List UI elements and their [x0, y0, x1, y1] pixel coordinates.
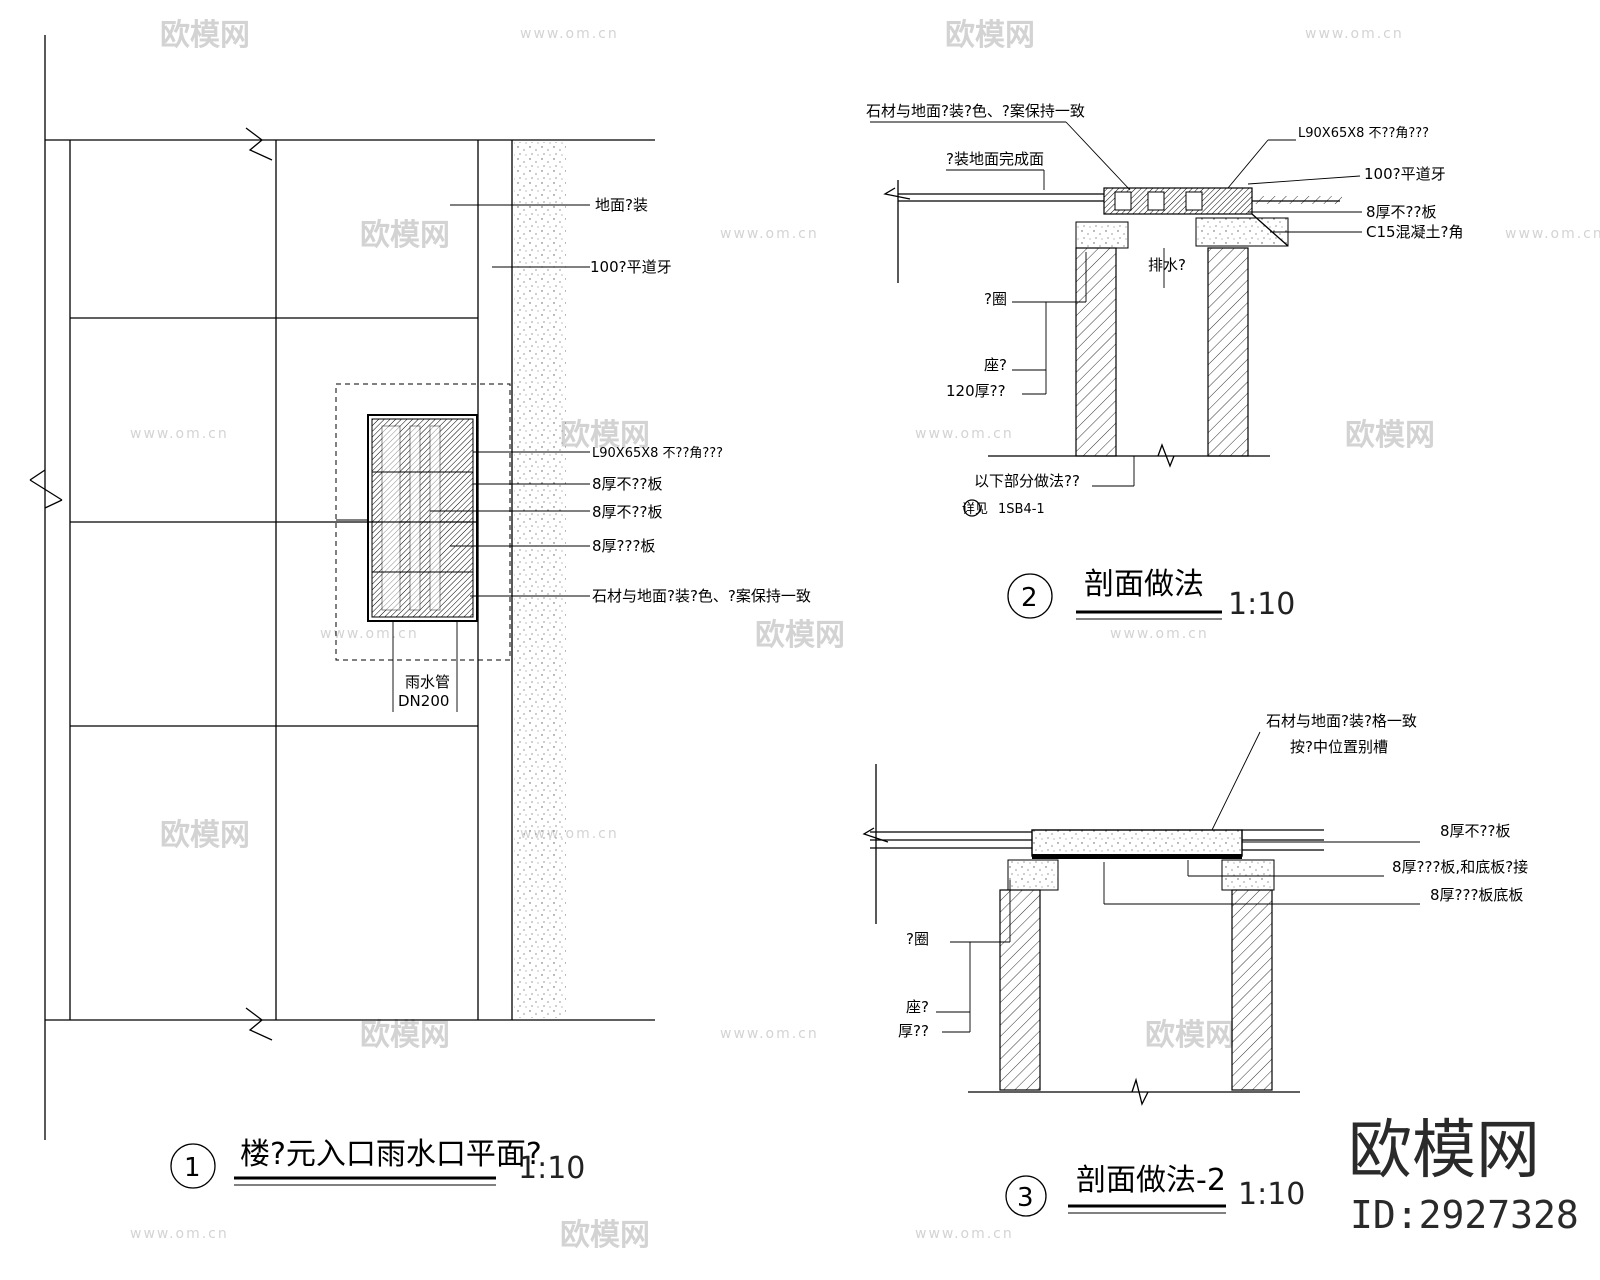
ring-label: ?圈 [906, 930, 929, 948]
plate-label: 8厚不??板 [1366, 203, 1436, 221]
reference-code: 1SB4-1 [998, 502, 1045, 517]
watermark-brand: 欧模网 [160, 18, 250, 53]
watermark-brand: 欧模网 [945, 18, 1035, 53]
angle-steel-label: L90X65X8 不??角??? [592, 446, 723, 461]
seat-label: 座? [906, 998, 929, 1016]
section1-number: 2 [1021, 583, 1038, 613]
section1-scale: 1:10 [1228, 587, 1295, 622]
plate-label-3: 8厚???板 [592, 537, 655, 555]
watermark-brand: 欧模网 [1345, 418, 1435, 453]
plan-view: 雨水管 DN200 地面?装 100?平道牙 L90X65X8 不??角??? … [29, 35, 811, 1189]
ground-paving-label: 地面?装 [595, 196, 648, 214]
thickness-label: 厚?? [898, 1022, 929, 1040]
curb-label: 100?平道牙 [1364, 165, 1446, 183]
watermark-brand: 欧模网 [755, 618, 845, 653]
below-label: 以下部分做法?? [974, 472, 1080, 490]
watermark-url: www.om.cn [520, 26, 619, 42]
seat-label: 座? [984, 356, 1007, 374]
watermark-brand: 欧模网 [160, 818, 250, 853]
stone-label: 石材与地面?装?色、?案保持一致 [866, 102, 1085, 120]
plate-base-label: 8厚???板底板 [1430, 886, 1523, 904]
drain-label: 排水? [1148, 256, 1186, 274]
plate-label: 8厚不??板 [1440, 822, 1510, 840]
watermark-url: www.om.cn [915, 1226, 1014, 1242]
groove-label: 按?中位置别槽 [1290, 738, 1388, 756]
stone-label: 石材与地面?装?色、?案保持一致 [592, 587, 811, 605]
section1-title: 剖面做法 [1084, 567, 1204, 602]
watermark-url: www.om.cn [720, 226, 819, 242]
watermark-layer: 欧模网 www.om.cn 欧模网 www.om.cn 欧模网 www.om.c… [130, 18, 1600, 1253]
ring-label: ?圈 [984, 290, 1007, 308]
angle-steel-label: L90X65X8 不??角??? [1298, 126, 1429, 141]
pipe-size-label: DN200 [398, 692, 449, 710]
brand-logo-text: 欧模网 [1348, 1114, 1540, 1188]
watermark-url: www.om.cn [130, 426, 229, 442]
plan-title: 楼?元入口雨水口平面? [240, 1137, 542, 1172]
watermark-url: www.om.cn [915, 426, 1014, 442]
watermark-brand: 欧模网 [360, 218, 450, 253]
plate-label-2: 8厚不??板 [592, 503, 662, 521]
watermark-url: www.om.cn [1505, 226, 1600, 242]
watermark-brand: 欧模网 [360, 1018, 450, 1053]
watermark-corner: 欧模网 ID:2927328 [1348, 1114, 1579, 1237]
watermark-url: www.om.cn [130, 1226, 229, 1242]
curb-label: 100?平道牙 [590, 258, 672, 276]
watermark-url: www.om.cn [1305, 26, 1404, 42]
plate-label-1: 8厚不??板 [592, 475, 662, 493]
plate-join-label: 8厚???板,和底板?接 [1392, 858, 1528, 876]
section2-scale: 1:10 [1238, 1177, 1305, 1212]
plan-number: 1 [184, 1153, 201, 1183]
plan-scale: 1:10 [518, 1151, 585, 1186]
stone-label: 石材与地面?装?格一致 [1266, 712, 1417, 730]
thickness-label: 120厚?? [946, 382, 1006, 400]
watermark-url: www.om.cn [320, 626, 419, 642]
section-view-2: 石材与地面?装?格一致 按?中位置别槽 8厚不??板 8厚???板,和底板?接 … [862, 712, 1528, 1217]
watermark-url: www.om.cn [1110, 626, 1209, 642]
section2-number: 3 [1017, 1183, 1034, 1213]
concrete-label: C15混凝土?角 [1366, 223, 1464, 241]
watermark-brand: 欧模网 [1145, 1018, 1235, 1053]
watermark-brand: 欧模网 [560, 418, 650, 453]
reference-label: 详见 [962, 502, 988, 517]
section2-title: 剖面做法-2 [1076, 1163, 1226, 1198]
pipe-label: 雨水管 [405, 673, 450, 691]
finish-surface-label: ?装地面完成面 [946, 150, 1044, 168]
section-view-1: 石材与地面?装?色、?案保持一致 ?装地面完成面 L90X65X8 不??角??… [866, 102, 1464, 622]
model-id: ID:2927328 [1350, 1193, 1579, 1237]
watermark-url: www.om.cn [720, 1026, 819, 1042]
watermark-brand: 欧模网 [560, 1218, 650, 1253]
